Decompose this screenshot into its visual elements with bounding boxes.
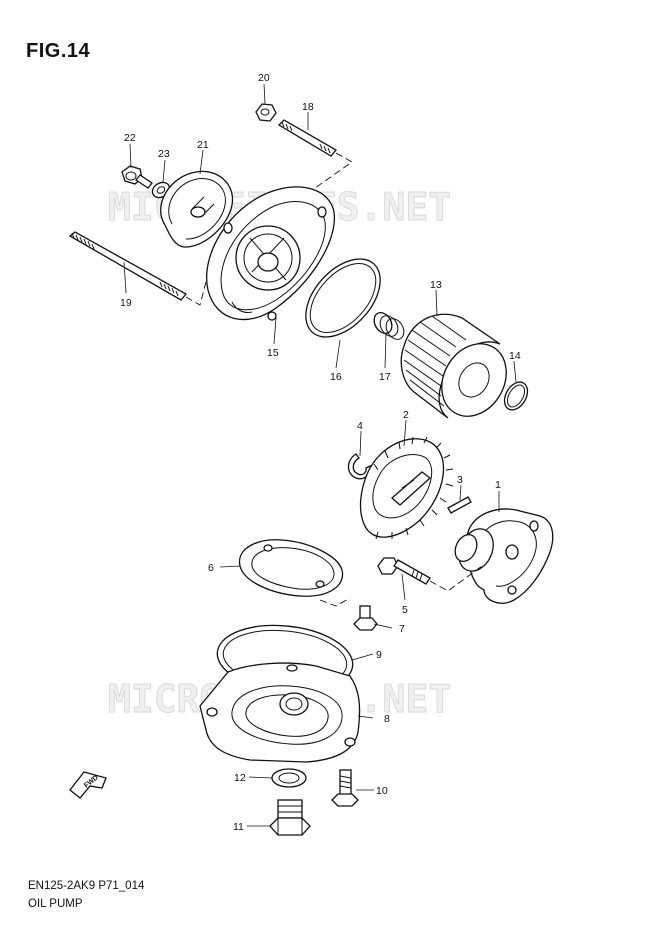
o-ring-small [503,381,529,411]
callout-13: 13 [430,279,442,291]
callout-21: 21 [197,139,209,151]
pump-mounting-bolt [377,557,431,585]
callout-9: 9 [376,649,382,661]
figure-title: FIG.14 [26,40,91,62]
cover-bolt [331,769,359,807]
dowel-pin [447,496,472,514]
callout-11: 11 [233,821,244,833]
stud-short-guide [314,152,353,189]
oil-filter-cap [206,186,336,321]
callout-20: 20 [258,72,270,84]
oil-pump-body [454,508,554,604]
strainer-bolt [353,605,378,631]
oil-filter-element [400,313,507,419]
bolt-small-upper [121,165,153,189]
nut-small [255,103,277,122]
callout-2: 2 [403,409,409,421]
pump-driven-gear [359,436,454,540]
forward-arrow-icon: FWD [69,771,107,799]
o-ring-large-upper [305,258,381,338]
callout-6: 6 [208,562,214,574]
callout-4: 4 [357,420,363,432]
stud-long-guide [185,250,215,306]
callout-22: 22 [124,132,136,144]
callout-14: 14 [509,350,521,362]
oil-pan-cover [199,662,361,763]
callout-23: 23 [158,148,170,160]
oil-strainer [238,539,344,597]
callout-5: 5 [402,604,408,616]
drain-plug [269,799,311,836]
pump-bolt-guide [429,565,483,592]
diagram-code: EN125-2AK9 P71_014 [28,880,145,892]
circlip [347,453,371,480]
stud-short [277,119,337,157]
callout-10: 10 [376,785,388,797]
diagram-name: OIL PUMP [28,898,83,910]
callout-12: 12 [234,772,246,784]
callout-18: 18 [302,101,314,113]
callout-15: 15 [267,347,279,359]
callout-leader-lines [123,83,517,827]
drain-plug-washer [271,768,307,788]
callout-19: 19 [120,297,132,309]
stud-long [68,231,188,301]
callout-7: 7 [399,623,405,635]
callout-1: 1 [495,479,501,491]
callout-17: 17 [379,371,391,383]
callout-8: 8 [384,713,390,725]
callout-3: 3 [457,474,463,486]
spring [373,312,405,340]
callout-16: 16 [330,371,342,383]
cover-plate [160,170,234,248]
strainer-guide [319,597,351,607]
